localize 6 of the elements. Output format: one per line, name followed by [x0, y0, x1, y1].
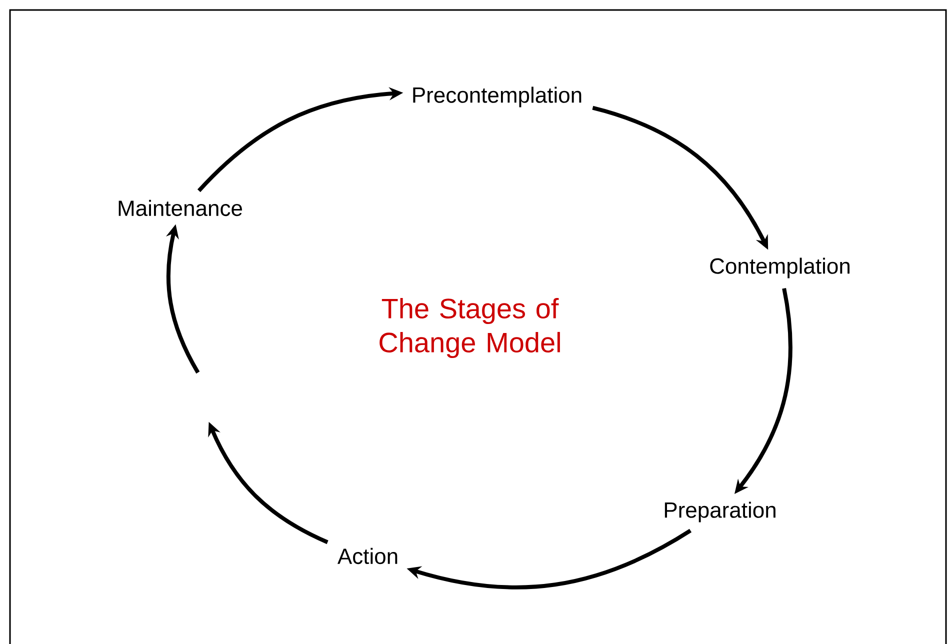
- stage-label: Preparation: [664, 502, 776, 522]
- stage-label: Precontemplation: [413, 86, 582, 108]
- title: The Stages of Change Model: [380, 298, 560, 358]
- stage-label: Maintenance: [118, 200, 242, 216]
- stage-label: Contemplation: [710, 258, 850, 278]
- stage-label: Action: [337, 548, 398, 564]
